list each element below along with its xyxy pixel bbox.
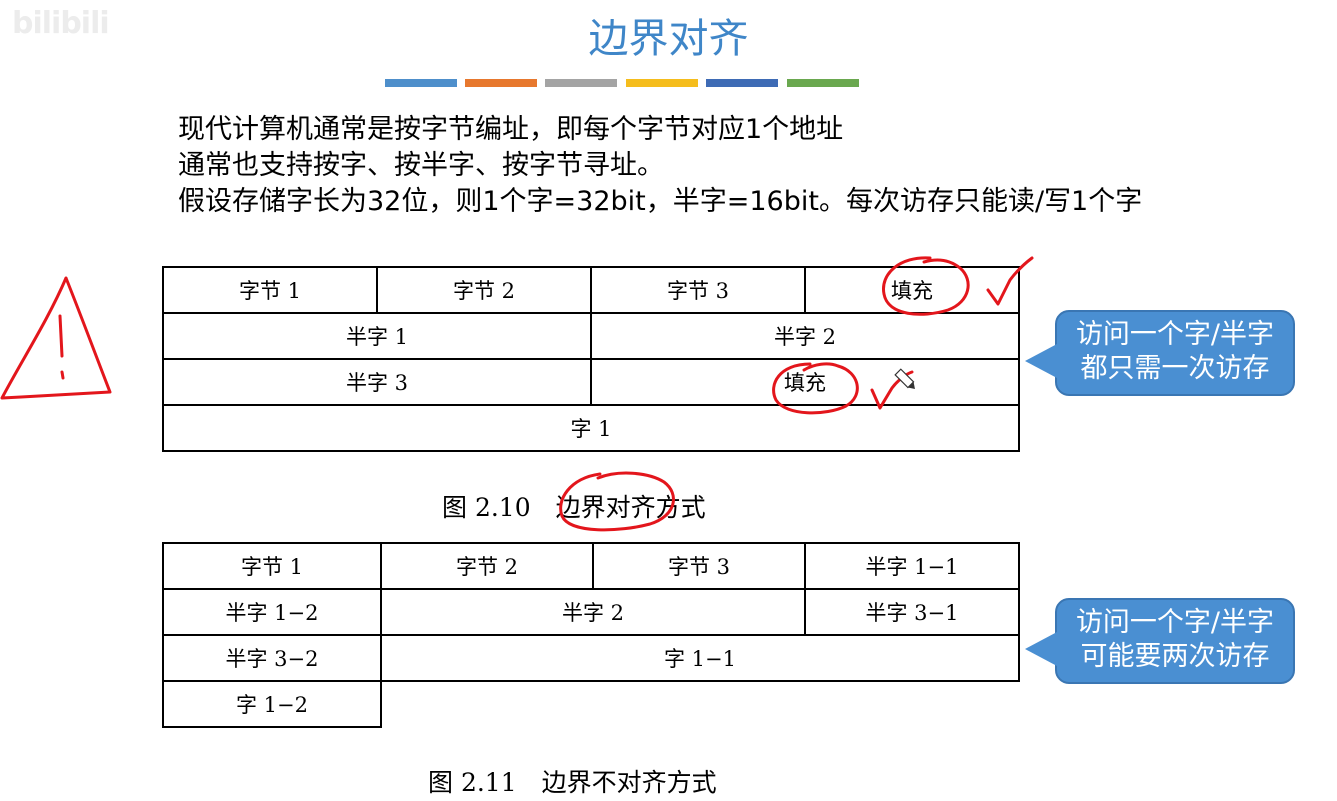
empty-cell	[381, 681, 1019, 727]
table-row: 字节 1 字节 2 字节 3 半字 1−1	[162, 542, 1020, 590]
table-row: 字节 1 字节 2 字节 3 填充	[162, 266, 1020, 314]
warning-triangle-icon	[0, 276, 112, 400]
cell-byte-3: 字节 3	[590, 266, 806, 314]
cell-halfword-2: 半字 2	[590, 312, 1020, 360]
cell-byte-3: 字节 3	[592, 542, 806, 590]
table-row: 字 1	[162, 404, 1020, 452]
cell-halfword-1-2: 半字 1−2	[162, 588, 382, 636]
callout-line-2: 都只需一次访存	[1080, 353, 1270, 384]
divider-segment-2	[465, 79, 537, 87]
figure-caption-2-11: 图 2.11 边界不对齐方式	[428, 768, 717, 797]
cell-halfword-1-1: 半字 1−1	[804, 542, 1020, 590]
cell-word-1: 字 1	[162, 404, 1020, 452]
bilibili-watermark: bilibili	[12, 6, 110, 41]
cell-halfword-3-1: 半字 3−1	[804, 588, 1020, 636]
intro-text: 现代计算机通常是按字节编址，即每个字节对应1个地址 通常也支持按字、按半字、按字…	[178, 112, 1142, 220]
table-row: 半字 1 半字 2	[162, 312, 1020, 360]
divider-segment-6	[787, 79, 859, 87]
callout-pointer	[1025, 632, 1057, 666]
cell-halfword-3-2: 半字 3−2	[162, 634, 382, 682]
figure-caption-2-10: 图 2.10 边界对齐方式	[442, 493, 706, 522]
exclamation-stroke-icon	[58, 314, 64, 358]
cell-padding: 填充	[804, 266, 1020, 314]
intro-line-3: 假设存储字长为32位，则1个字=32bit，半字=16bit。每次访存只能读/写…	[178, 186, 1143, 217]
intro-line-1: 现代计算机通常是按字节编址，即每个字节对应1个地址	[178, 114, 844, 145]
divider-segment-4	[626, 79, 698, 87]
cell-byte-2: 字节 2	[376, 266, 592, 314]
aligned-memory-table: 字节 1 字节 2 字节 3 填充 半字 1 半字 2 半字 3 填充 字 1	[162, 266, 1020, 452]
divider-segment-1	[385, 79, 457, 87]
divider-segment-5	[706, 79, 778, 87]
cell-padding: 填充	[590, 358, 1020, 406]
callout-pointer	[1025, 344, 1057, 378]
cell-byte-2: 字节 2	[380, 542, 594, 590]
page-title: 边界对齐	[588, 16, 749, 62]
callout-line-2: 可能要两次访存	[1080, 641, 1270, 672]
cell-halfword-1: 半字 1	[162, 312, 592, 360]
cell-word-1-2: 字 1−2	[162, 680, 382, 728]
cell-halfword-2: 半字 2	[380, 588, 806, 636]
table-row: 半字 3−2 字 1−1	[162, 634, 1020, 682]
cell-byte-1: 字节 1	[162, 266, 378, 314]
divider-segment-3	[545, 79, 617, 87]
intro-line-2: 通常也支持按字、按半字、按字节寻址。	[178, 150, 664, 181]
cell-halfword-3: 半字 3	[162, 358, 592, 406]
table-row: 半字 3 填充	[162, 358, 1020, 406]
table-row: 字 1−2	[162, 680, 1019, 728]
cell-byte-1: 字节 1	[162, 542, 382, 590]
callout-unaligned-note: 访问一个字/半字 可能要两次访存	[1025, 598, 1295, 684]
callout-line-1: 访问一个字/半字	[1075, 607, 1275, 638]
unaligned-memory-table: 字节 1 字节 2 字节 3 半字 1−1 半字 1−2 半字 2 半字 3−1…	[162, 542, 1020, 728]
cell-word-1-1: 字 1−1	[380, 634, 1020, 682]
callout-aligned-note: 访问一个字/半字 都只需一次访存	[1025, 310, 1295, 396]
exclamation-dot-icon	[60, 370, 65, 380]
callout-line-1: 访问一个字/半字	[1075, 319, 1275, 350]
table-row: 半字 1−2 半字 2 半字 3−1	[162, 588, 1020, 636]
